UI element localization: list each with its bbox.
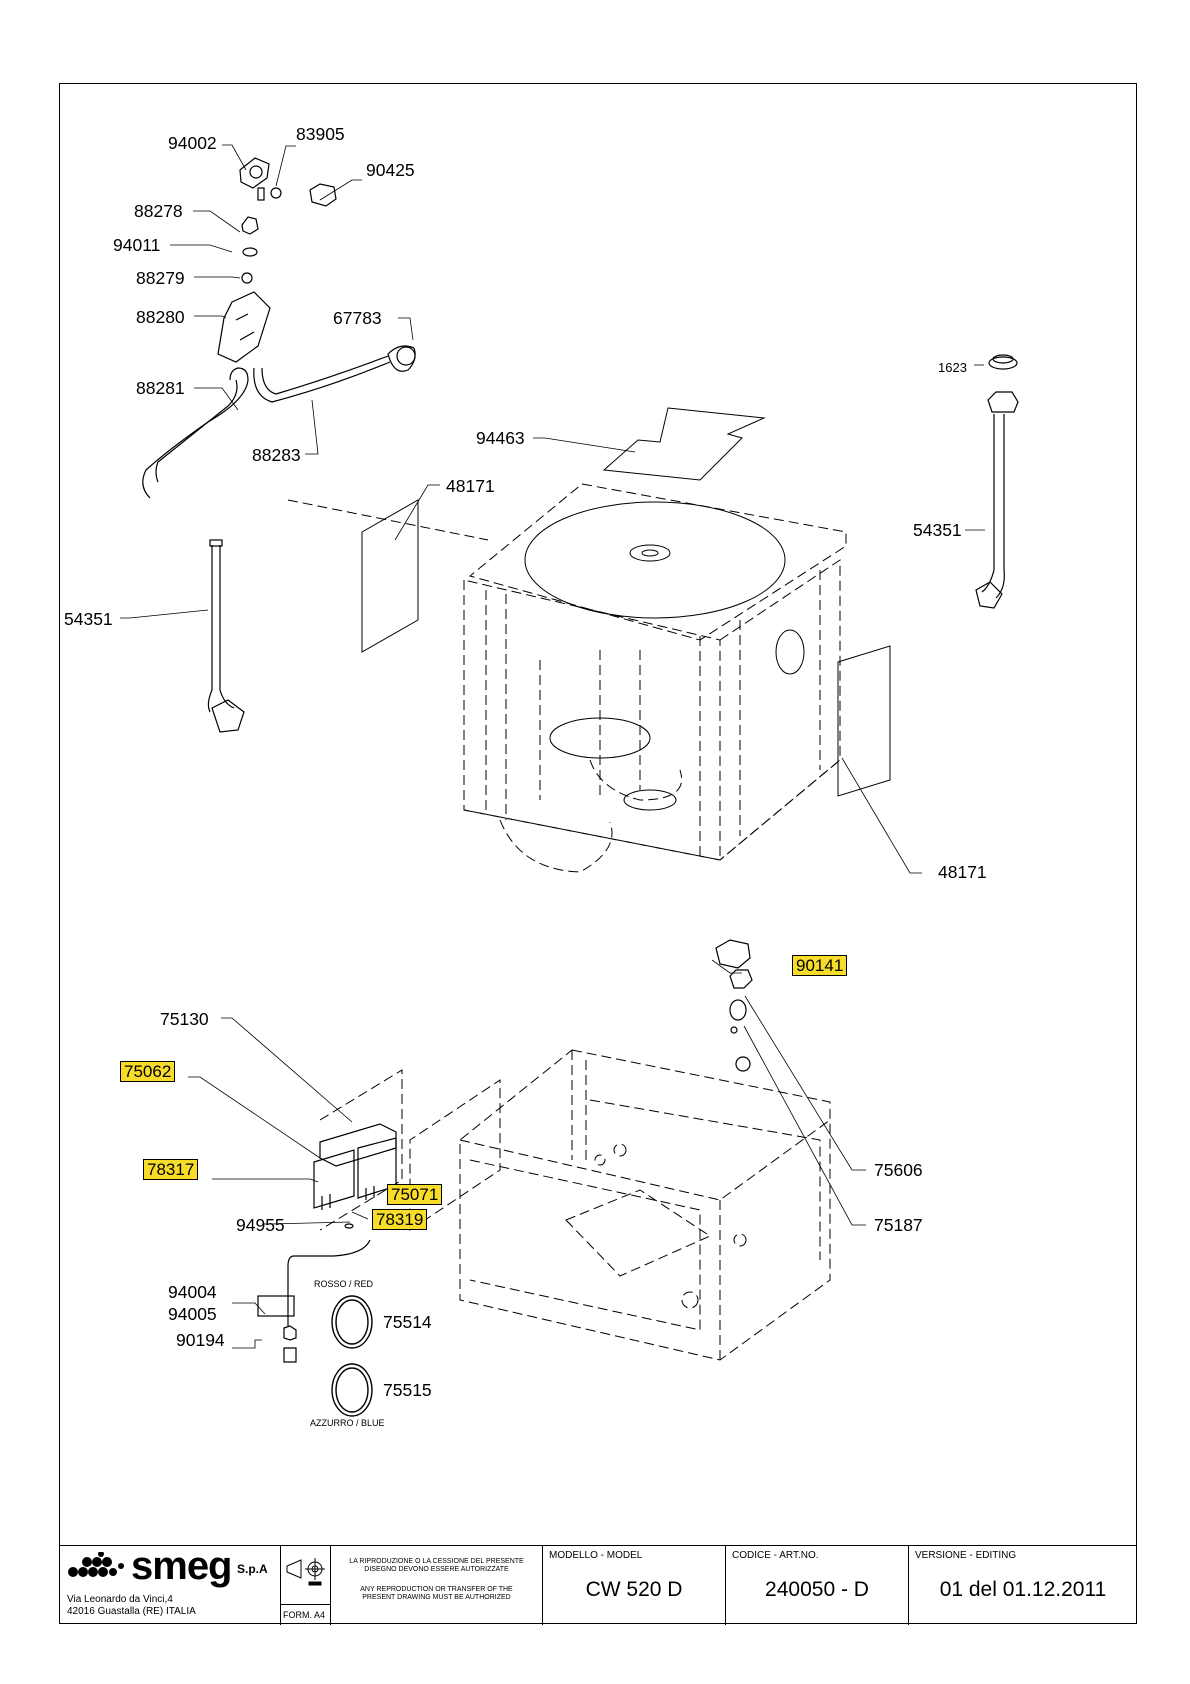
notice-english: ANY REPRODUCTION OR TRANSFER OF THE PRES… xyxy=(360,1586,513,1601)
version-value: 01 del 01.12.2011 xyxy=(939,1578,1107,1601)
model-cell: MODELLO - MODEL CW 520 D xyxy=(543,1546,726,1625)
projection-cell: FORM. A4 xyxy=(281,1546,331,1625)
part-label-90425: 90425 xyxy=(366,160,415,180)
smeg-logo-dots-icon xyxy=(68,1552,124,1577)
part-label-94002: 94002 xyxy=(168,133,217,153)
brand-suffix: S.p.A xyxy=(237,1562,268,1576)
part-label-94004: 94004 xyxy=(168,1282,217,1302)
part-label-94463: 94463 xyxy=(476,428,525,448)
part-label-75515: 75515 xyxy=(383,1380,432,1400)
part-label-67783: 67783 xyxy=(333,308,382,328)
code-value: 240050 - D xyxy=(765,1578,869,1601)
leader-lines-upper xyxy=(120,144,985,874)
title-block: smeg S.p.A Via Leonardo da Vinci,4 42016… xyxy=(59,1544,1137,1625)
model-label: MODELLO - MODEL xyxy=(549,1550,643,1561)
part-label-78317-highlighted: 78317 xyxy=(143,1159,199,1180)
hose-assembly xyxy=(142,345,416,499)
part-label-54351-left: 54351 xyxy=(64,609,113,629)
part-label-88280: 88280 xyxy=(136,307,185,327)
address-line-1: Via Leonardo da Vinci,4 xyxy=(67,1594,173,1605)
address-line-2: 42016 Guastalla (RE) ITALIA xyxy=(67,1606,196,1617)
right-hose xyxy=(975,354,1019,609)
version-label: VERSIONE - EDITING xyxy=(915,1550,1017,1561)
wire-color-blue-label: AZZURRO / BLUE xyxy=(310,1418,385,1428)
brand-name: smeg xyxy=(131,1544,232,1588)
wiring-rings xyxy=(331,1295,373,1417)
left-hose xyxy=(207,539,245,733)
code-label: CODICE - ART.NO. xyxy=(732,1550,819,1561)
part-label-88281: 88281 xyxy=(136,378,185,398)
code-cell: CODICE - ART.NO. 240050 - D xyxy=(726,1546,909,1625)
part-label-48171-top: 48171 xyxy=(446,476,495,496)
form-size-label: FORM. A4 xyxy=(283,1610,326,1620)
drawing-frame xyxy=(59,83,1137,1624)
part-label-94005: 94005 xyxy=(168,1304,217,1324)
part-label-1623: 1623 xyxy=(938,360,967,375)
part-label-90141-highlighted: 90141 xyxy=(792,955,848,976)
version-cell: VERSIONE - EDITING 01 del 01.12.2011 xyxy=(909,1546,1137,1625)
part-label-75187: 75187 xyxy=(874,1215,923,1235)
part-label-88278: 88278 xyxy=(134,201,183,221)
insulation-sheets xyxy=(361,407,891,797)
part-label-94011: 94011 xyxy=(113,235,161,255)
part-label-78319-highlighted: 78319 xyxy=(372,1209,428,1230)
part-label-75130: 75130 xyxy=(160,1009,209,1029)
part-label-94955: 94955 xyxy=(236,1215,285,1235)
wire-color-red-label: ROSSO / RED xyxy=(314,1279,374,1289)
pump-assembly xyxy=(257,1123,397,1363)
part-label-75062-highlighted: 75062 xyxy=(120,1061,176,1082)
part-label-75071-highlighted: 75071 xyxy=(387,1184,443,1205)
inlet-valve-assembly xyxy=(217,157,337,363)
part-label-75514: 75514 xyxy=(383,1312,432,1332)
projection-symbol-icon xyxy=(286,1558,325,1586)
part-label-75606: 75606 xyxy=(874,1160,923,1180)
base-frame-lower xyxy=(459,1049,831,1361)
part-label-48171-side: 48171 xyxy=(938,862,987,882)
tub-frame-upper xyxy=(287,483,847,873)
model-value: CW 520 D xyxy=(585,1578,683,1601)
valve-90141 xyxy=(715,939,753,1072)
leader-lines-lower xyxy=(188,959,866,1349)
part-label-90194: 90194 xyxy=(176,1330,225,1350)
notice-cell: LA RIPRODUZIONE O LA CESSIONE DEL PRESEN… xyxy=(331,1546,543,1625)
part-label-88279: 88279 xyxy=(136,268,185,288)
part-label-54351-right: 54351 xyxy=(913,520,962,540)
notice-italian: LA RIPRODUZIONE O LA CESSIONE DEL PRESEN… xyxy=(349,1558,524,1573)
part-label-88283: 88283 xyxy=(252,445,301,465)
tub-top xyxy=(524,501,805,811)
dispenser-panel xyxy=(319,1069,501,1231)
company-cell: smeg S.p.A Via Leonardo da Vinci,4 42016… xyxy=(59,1544,281,1625)
part-label-83905: 83905 xyxy=(296,124,345,144)
